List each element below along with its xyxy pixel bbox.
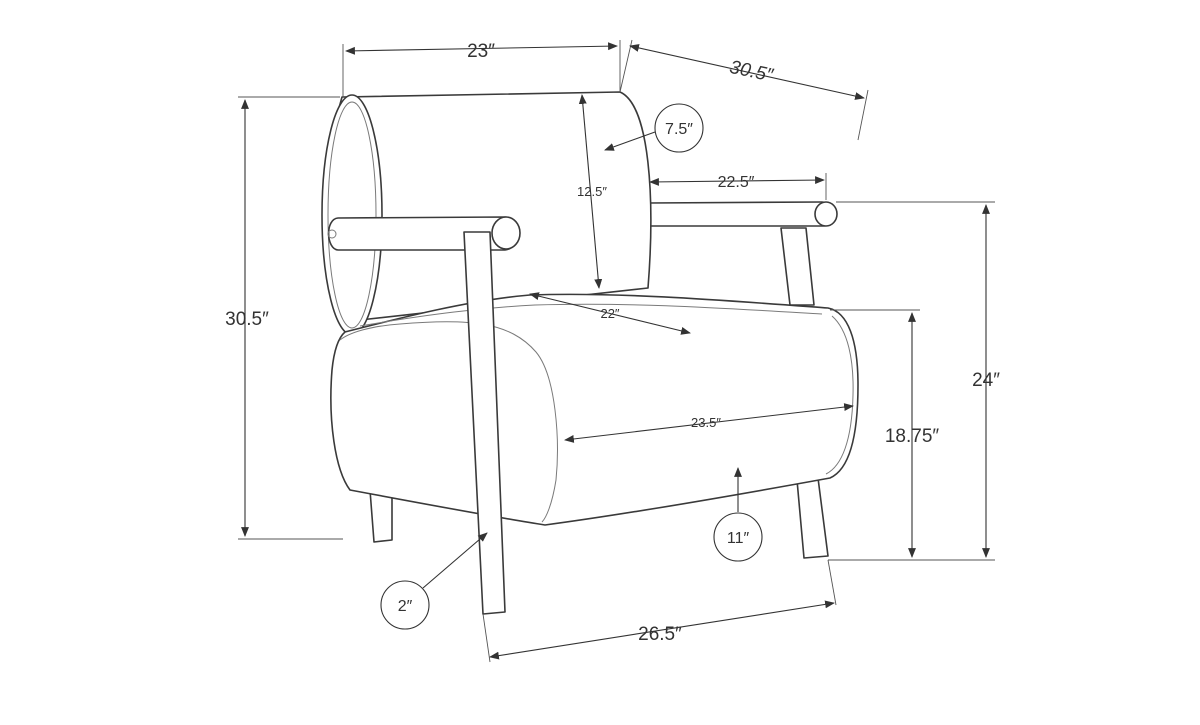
label-top-depth: 30.5″ [728, 57, 776, 87]
callout-circle-back-diameter [654, 103, 704, 153]
label-seat-width: 23.5″ [691, 415, 721, 430]
pointer-back-diameter [604, 131, 656, 151]
label-leg-diameter: 2″ [398, 598, 413, 615]
dim-line-total-width [489, 600, 835, 660]
label-total-width: 26.5″ [638, 624, 682, 645]
back-cushion-end [321, 94, 383, 336]
label-seat-height: 18.75″ [885, 426, 940, 447]
callout-circle-leg [380, 580, 430, 630]
label-clearance: 11″ [727, 530, 750, 547]
right-armrest-end [814, 201, 838, 227]
seat-cushion [330, 293, 859, 526]
back-right-leg [780, 227, 815, 306]
callout-circle-clearance [713, 512, 763, 562]
label-arm-length: 22.5″ [718, 174, 755, 191]
dim-line-back-height [578, 94, 603, 289]
right-armrest [647, 201, 834, 227]
dim-line-arm-length [649, 176, 825, 186]
label-total-height: 30.5″ [225, 309, 269, 330]
chair-illustration [321, 91, 859, 615]
dimension-lines [238, 39, 995, 663]
dim-line-seat-width [564, 403, 854, 443]
dim-line-depth [629, 44, 865, 100]
label-back-diameter: 7.5″ [665, 121, 693, 138]
pointer-leg [422, 532, 488, 589]
dim-line-23-top [345, 42, 618, 55]
dim-line-seat-depth [529, 292, 691, 335]
label-back-height: 12.5″ [577, 184, 607, 199]
label-top-width: 23″ [467, 41, 495, 62]
label-arm-height: 24″ [972, 370, 1000, 391]
label-seat-depth: 22″ [600, 306, 619, 321]
front-right-leg [796, 477, 829, 559]
left-armrest-end [491, 216, 521, 250]
